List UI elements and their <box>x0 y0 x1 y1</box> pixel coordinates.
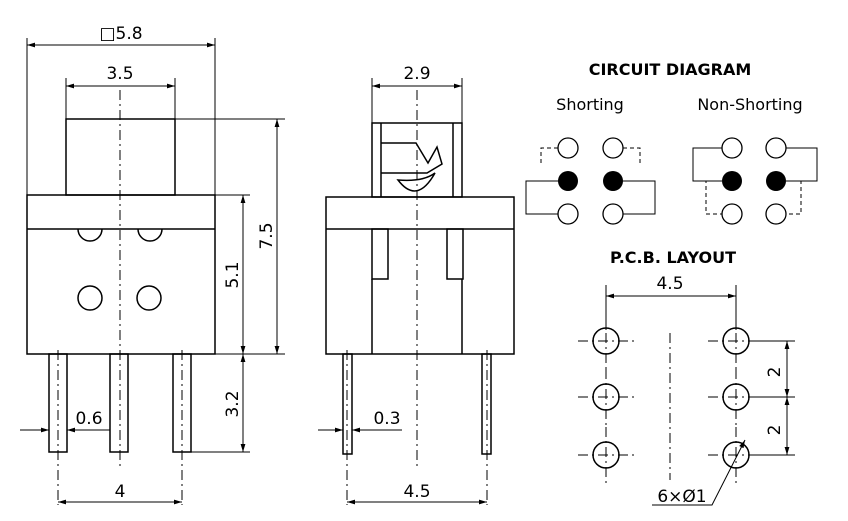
dim-button-width-label: 3.5 <box>106 64 133 84</box>
front-hole-right <box>136 285 162 311</box>
side-halfmoon <box>396 172 436 192</box>
shorting-terminal-top-right <box>602 137 624 159</box>
circuit-diagram-title: CIRCUIT DIAGRAM <box>589 60 752 79</box>
front-half-hole-left <box>77 228 103 242</box>
dim-pin-length-label: 3.2 <box>223 390 243 417</box>
non-shorting-terminal-bottom-right <box>765 203 787 225</box>
pcb-layout-title: P.C.B. LAYOUT <box>610 248 736 267</box>
hole-spec-label: 6×Ø1 <box>657 487 706 507</box>
dim-row-pitch-lower-label: 2 <box>765 425 785 436</box>
front-view: □5.8 3.5 7.5 5.1 3.2 0.6 4 <box>20 24 285 505</box>
pcb-hole <box>708 427 764 483</box>
side-slot-left <box>371 228 389 280</box>
shorting-terminal-top-left <box>557 137 579 159</box>
non-shorting-terminal-bottom-left <box>721 203 743 225</box>
pcb-layout: P.C.B. LAYOUT 4.5 <box>578 248 795 507</box>
shorting-schematic <box>525 137 656 225</box>
non-shorting-common-right <box>766 171 786 191</box>
pcb-hole <box>578 369 634 425</box>
dim-pin-spacing-label: 4.5 <box>403 482 430 502</box>
shorting-terminal-bottom-left <box>557 203 579 225</box>
pcb-hole <box>578 427 634 483</box>
dim-pin-width-label: 0.6 <box>75 409 102 429</box>
front-body <box>26 194 216 355</box>
dim-pin-thickness-label: 0.3 <box>373 409 400 429</box>
shorting-label: Shorting <box>556 95 624 114</box>
side-slot-right <box>446 228 464 280</box>
dim-pin-pitch-label: 4 <box>115 482 126 502</box>
circuit-diagram: CIRCUIT DIAGRAM Shorting Non-Shorting <box>525 60 818 225</box>
non-shorting-schematic <box>692 137 818 225</box>
front-hole-left <box>77 285 103 311</box>
dim-body-height-label: 5.1 <box>223 261 243 288</box>
dim-side-button-label: 2.9 <box>403 64 430 84</box>
shorting-common-right <box>603 171 623 191</box>
shorting-terminal-bottom-right <box>602 203 624 225</box>
dim-width-label: □5.8 <box>99 24 142 44</box>
non-shorting-terminal-top-right <box>765 137 787 159</box>
shorting-common-left <box>558 171 578 191</box>
non-shorting-common-left <box>722 171 742 191</box>
side-view: 2.9 0.3 4.5 <box>318 64 515 505</box>
non-shorting-terminal-top-left <box>721 137 743 159</box>
side-slider-notch <box>381 142 443 174</box>
side-body <box>325 196 515 355</box>
front-pin-middle <box>109 353 129 453</box>
dim-total-height-label: 7.5 <box>257 222 277 249</box>
non-shorting-label: Non-Shorting <box>697 95 802 114</box>
front-half-hole-right <box>137 228 163 242</box>
pcb-hole <box>578 313 634 369</box>
dim-row-pitch-upper-label: 2 <box>765 367 785 378</box>
hole-spec-leader <box>652 439 746 506</box>
dim-column-spacing-label: 4.5 <box>656 274 683 294</box>
